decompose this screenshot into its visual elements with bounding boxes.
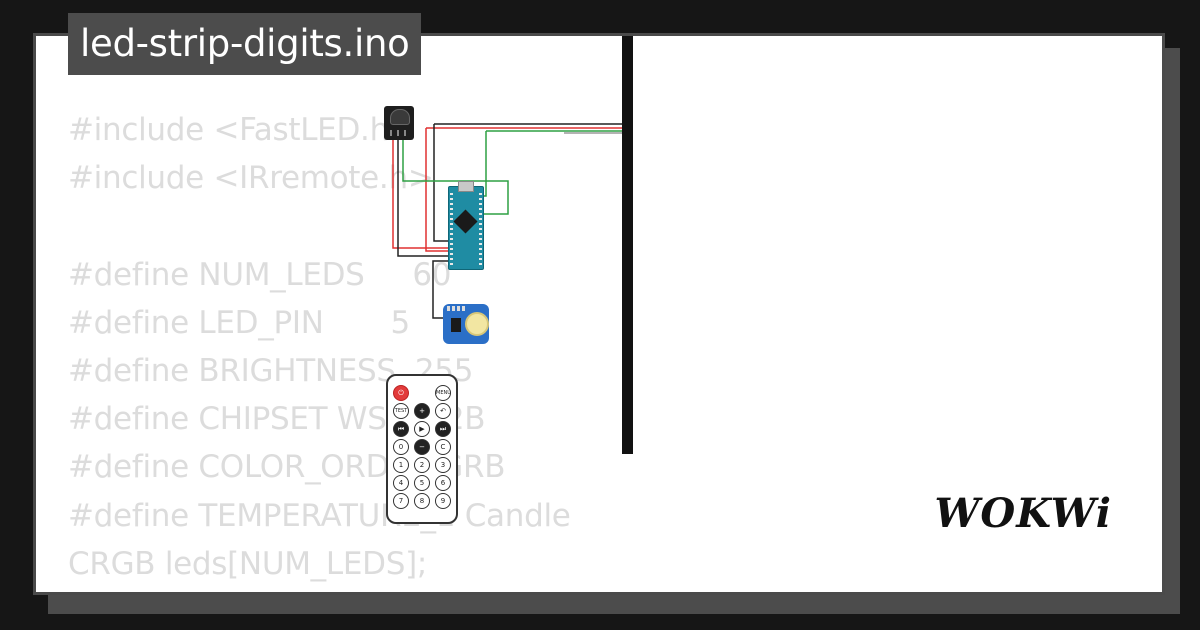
remote-power-button[interactable]: ⏻ (393, 385, 409, 401)
remote-back-button[interactable]: ↶ (435, 403, 451, 419)
ir-receiver-part[interactable] (384, 106, 414, 140)
wokwi-logo: WOKWi (934, 490, 1112, 537)
ir-receiver-pins (390, 130, 408, 136)
remote-digit-button[interactable]: 0 (393, 439, 409, 455)
remote-digit-button[interactable]: 7 (393, 493, 409, 509)
remote-next-button[interactable]: ⏭ (435, 421, 451, 437)
code-preview: #include <FastLED.h> #include <IRremote.… (68, 106, 571, 588)
remote-digit-button[interactable]: 4 (393, 475, 409, 491)
remote-digit-button[interactable]: 9 (435, 493, 451, 509)
code-line: #include <FastLED.h> (68, 112, 415, 148)
wire-green (402, 136, 509, 215)
wire-red (392, 136, 456, 249)
rtc-pin-header (447, 306, 465, 311)
ir-sensor-dome (390, 109, 410, 125)
remote-test-button[interactable]: TEST (393, 403, 409, 419)
remote-digit-button[interactable]: 2 (414, 457, 430, 473)
remote-prev-button[interactable]: ⏮ (393, 421, 409, 437)
wire-black (397, 136, 456, 257)
ir-remote-part[interactable]: ⏻ MENU TEST + ↶ ⏮ ▶ ⏭ 0 − C 1 2 3 4 5 6 … (386, 374, 458, 524)
rtc-battery (465, 312, 489, 336)
remote-clear-button[interactable]: C (435, 439, 451, 455)
code-line: #define CHIPSET WS2812B (68, 401, 486, 438)
usb-connector (458, 181, 474, 192)
remote-menu-button[interactable]: MENU (435, 385, 451, 401)
remote-plus-button[interactable]: + (414, 403, 430, 419)
rtc-chip (451, 318, 461, 332)
arduino-nano-part[interactable] (448, 181, 484, 270)
code-line: #define BRIGHTNESS 255 (68, 352, 474, 389)
code-line: #define LED_PIN 5 (68, 304, 410, 341)
remote-digit-button[interactable]: 5 (414, 475, 430, 491)
nano-pin-header-right (479, 193, 482, 265)
code-line: CRGB leds[NUM_LEDS]; (68, 545, 428, 582)
remote-digit-button[interactable]: 3 (435, 457, 451, 473)
rtc-module-part[interactable] (443, 304, 489, 344)
remote-digit-button[interactable]: 1 (393, 457, 409, 473)
nano-mcu-chip (453, 209, 478, 234)
remote-minus-button[interactable]: − (414, 439, 430, 455)
remote-digit-button[interactable]: 6 (435, 475, 451, 491)
wire-red (425, 128, 454, 252)
nano-pin-header-left (450, 193, 453, 265)
remote-play-button[interactable]: ▶ (414, 421, 430, 437)
project-title: led-strip-digits.ino (68, 13, 422, 75)
code-line: #define NUM_LEDS 60 (68, 256, 452, 293)
led-strip (622, 36, 633, 454)
preview-card: #include <FastLED.h> #include <IRremote.… (33, 33, 1165, 595)
remote-digit-button[interactable]: 8 (414, 493, 430, 509)
code-line: #include <IRremote.h> (68, 160, 434, 197)
